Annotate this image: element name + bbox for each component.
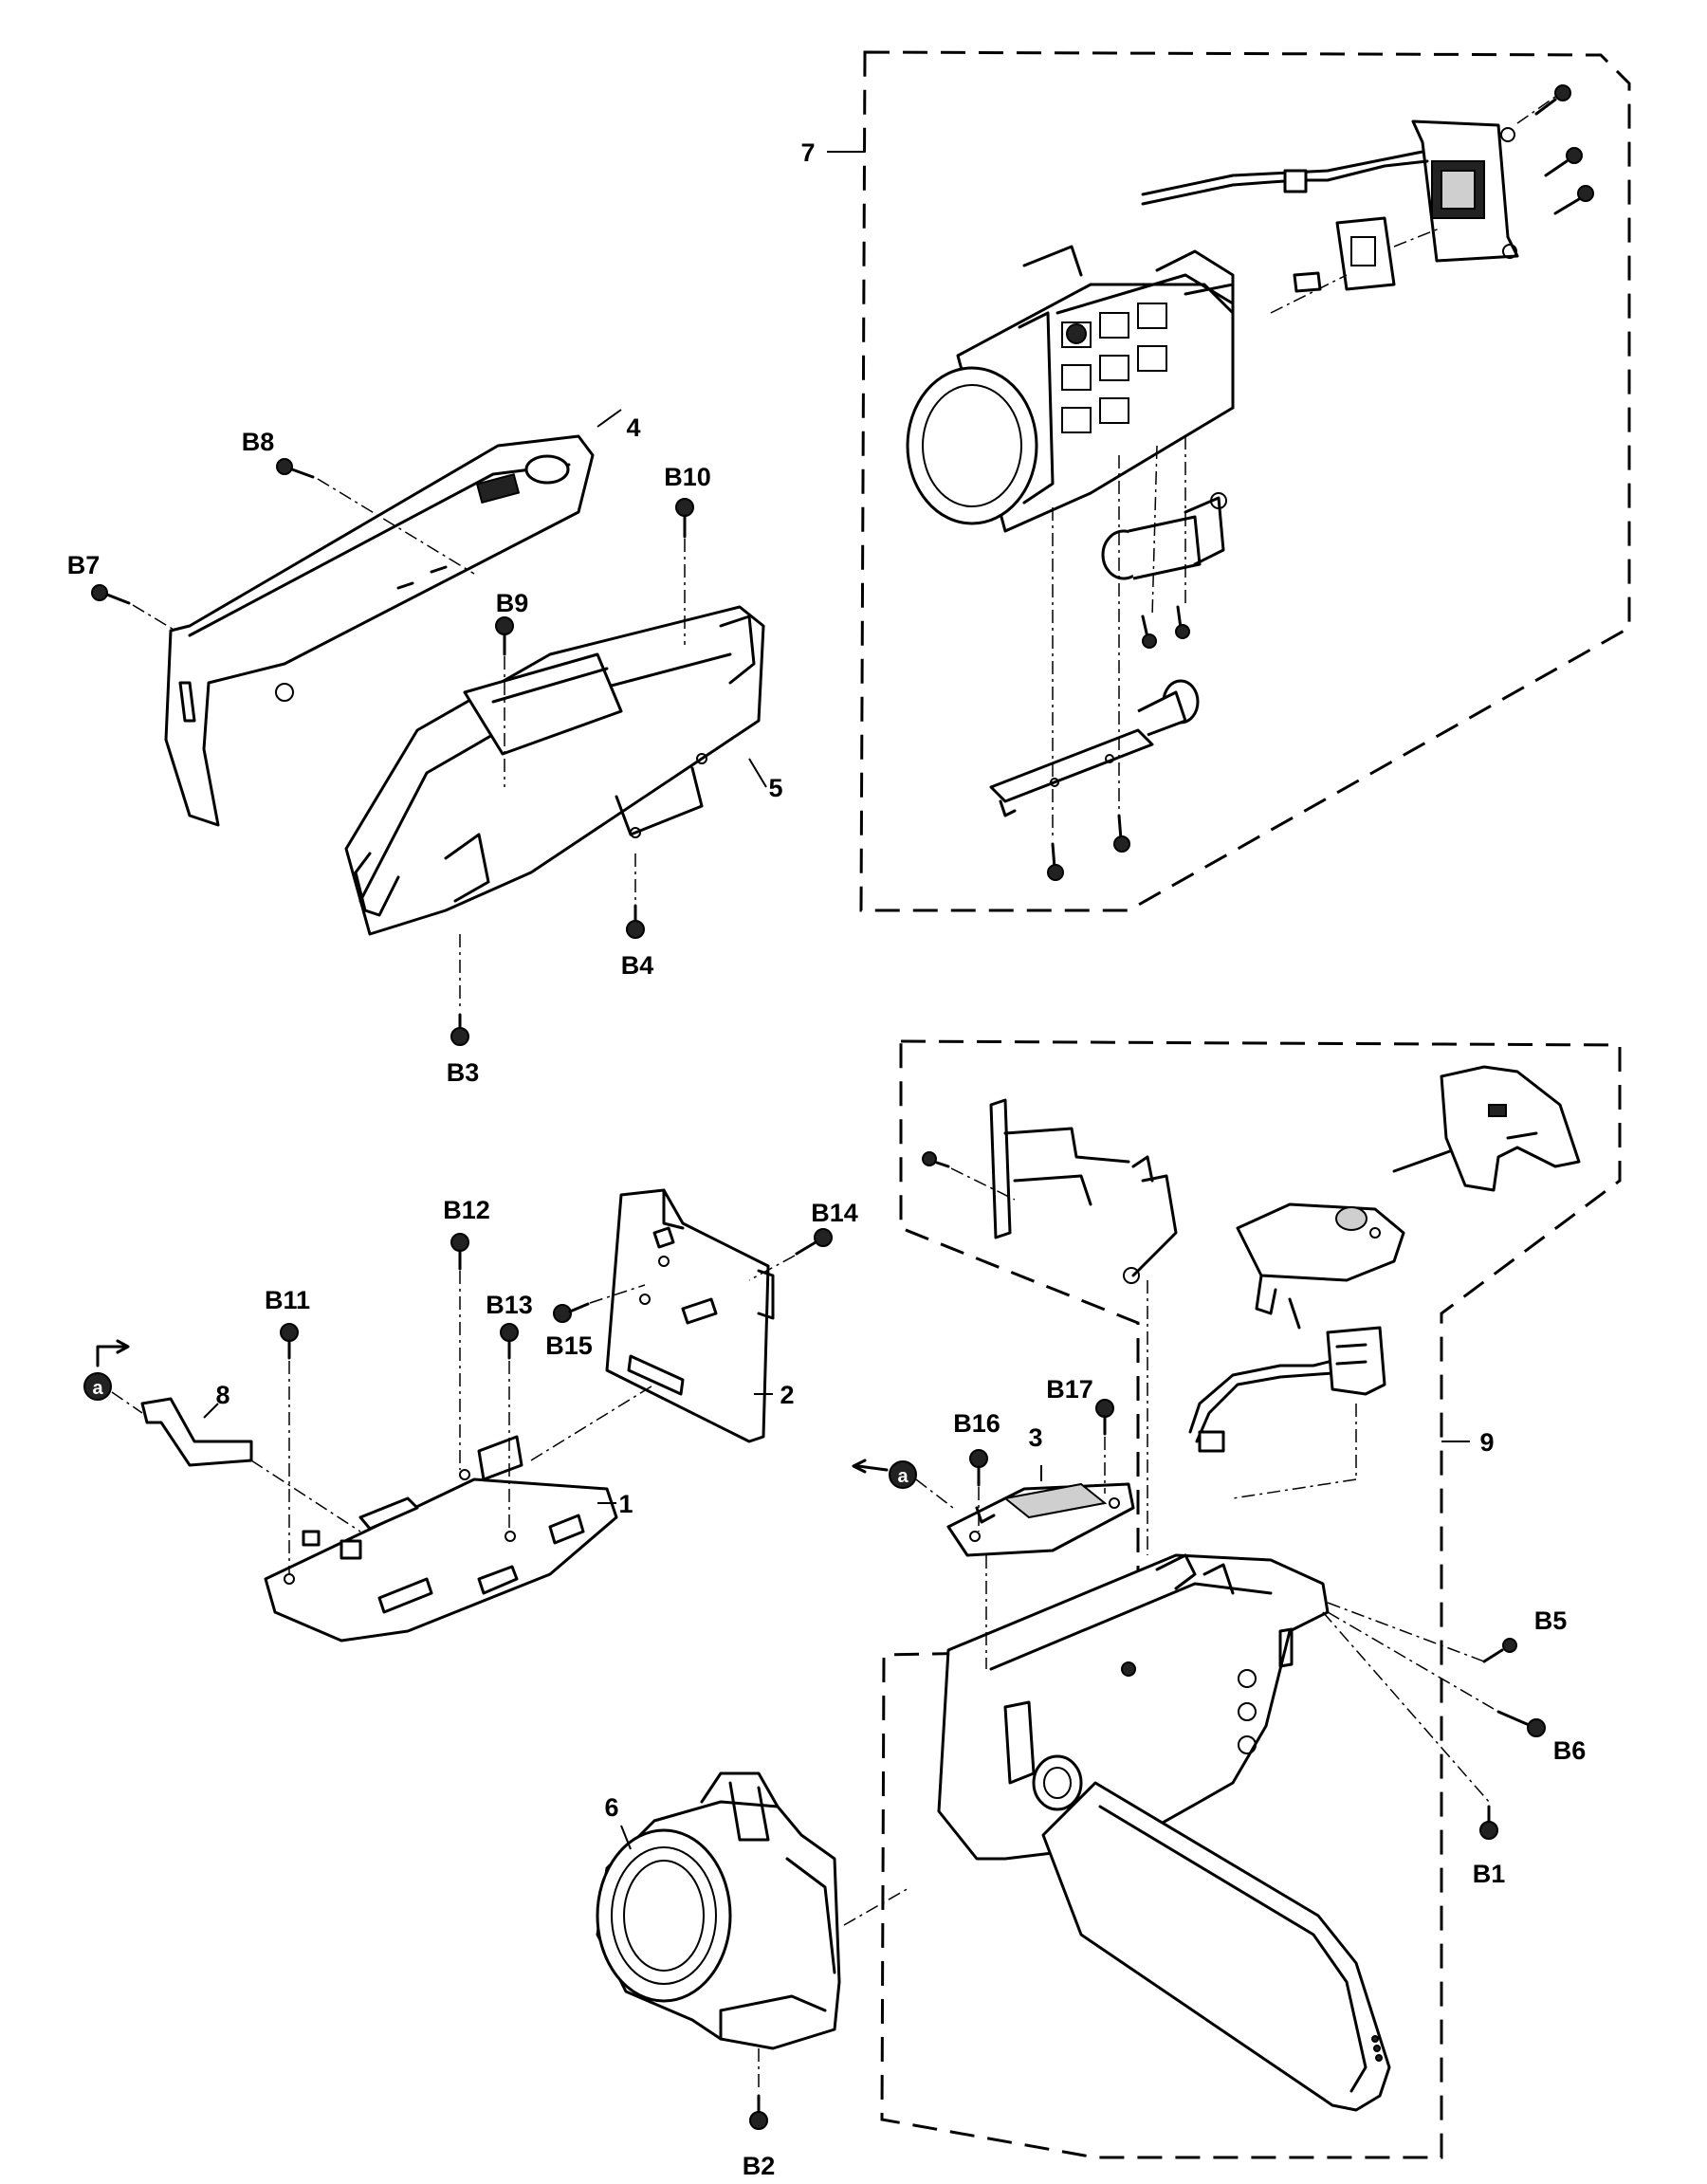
label-b10: B10 (664, 463, 711, 491)
screw-b9: B9 (495, 589, 529, 656)
part-8-flex-cable: 8 (140, 1381, 253, 1467)
part-3-small-board: 3 (946, 1423, 1135, 1557)
label-b14: B14 (811, 1199, 858, 1227)
label-b11: B11 (265, 1286, 310, 1314)
screw-b12: B12 (443, 1196, 490, 1271)
ref-marker-a-right: a (852, 1459, 917, 1489)
group-7-dashed-boundary (859, 50, 1631, 912)
screw-b16: B16 (953, 1409, 1000, 1487)
label-part-9: 9 (1479, 1428, 1494, 1457)
label-part-1: 1 (618, 1490, 633, 1518)
screw-b5: B5 (1482, 1606, 1568, 1663)
screw-b1: B1 (1473, 1805, 1506, 1888)
screw-b7: B7 (67, 551, 131, 605)
screw-b14: B14 (795, 1199, 858, 1256)
label-part-8: 8 (215, 1381, 229, 1409)
screw-b17: B17 (1046, 1375, 1114, 1436)
image-sensor-bracket (1293, 119, 1519, 293)
label-b13: B13 (486, 1291, 533, 1319)
label-part-6: 6 (604, 1793, 618, 1822)
part-1-main-board: 1 (264, 1435, 633, 1643)
label-b1: B1 (1473, 1860, 1506, 1888)
label-b2: B2 (743, 2152, 776, 2180)
label-b16: B16 (953, 1409, 1000, 1438)
screw-b2: B2 (743, 2094, 776, 2180)
ref-marker-a-right-label: a (897, 1466, 909, 1487)
focus-motor-rail (989, 679, 1200, 881)
body-unit-group-9: 9 (880, 1039, 1622, 2159)
label-part-2: 2 (780, 1381, 794, 1409)
screw-b11: B11 (265, 1286, 310, 1360)
label-b7: B7 (67, 551, 101, 579)
label-b9: B9 (496, 589, 529, 617)
ref-marker-a-left: a (83, 1339, 130, 1401)
label-b6: B6 (1553, 1736, 1587, 1765)
part-4-top-cover: 4 (164, 409, 641, 827)
label-part-3: 3 (1028, 1423, 1042, 1452)
screw-b13: B13 (486, 1291, 533, 1360)
bracket-screws (1534, 84, 1594, 215)
label-b5: B5 (1534, 1606, 1568, 1635)
part-5-grip-frame: 5 (344, 605, 783, 936)
part-6-front-grip: 6 (596, 1771, 841, 2050)
label-b12: B12 (443, 1196, 490, 1224)
part-2-sub-board: 2 (605, 1188, 795, 1443)
label-b3: B3 (447, 1058, 480, 1087)
ref-marker-a-left-label: a (92, 1378, 103, 1399)
label-part-4: 4 (626, 413, 640, 442)
label-b17: B17 (1046, 1375, 1093, 1404)
lens-unit-group-7: 7 (800, 50, 1631, 912)
zoom-motor (1101, 492, 1227, 649)
screw-b4: B4 (621, 904, 654, 980)
screw-b10: B10 (664, 463, 711, 539)
group-9-dashed-boundary (880, 1039, 1622, 2159)
label-part-7: 7 (800, 138, 815, 167)
screw-b15: B15 (545, 1302, 593, 1360)
screw-b8: B8 (242, 428, 315, 479)
label-b15: B15 (545, 1331, 593, 1360)
label-part-5: 5 (768, 774, 782, 802)
screw-b6: B6 (1496, 1710, 1587, 1765)
label-b8: B8 (242, 428, 275, 456)
screw-b3: B3 (447, 1013, 480, 1087)
lens-barrel (906, 245, 1235, 533)
label-b4: B4 (621, 951, 654, 980)
